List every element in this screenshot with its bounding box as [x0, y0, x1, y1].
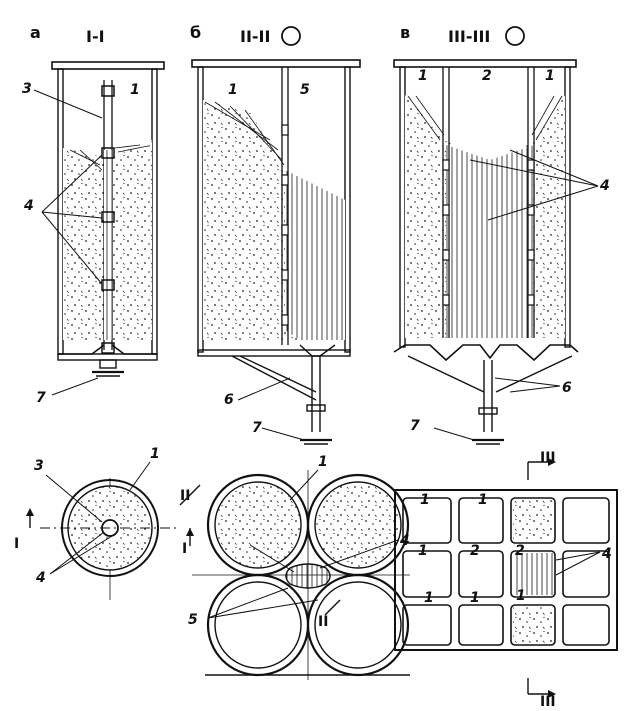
- label-3: 3: [22, 81, 32, 97]
- plan-view-v: [394, 458, 618, 698]
- label-1: 1: [228, 82, 238, 98]
- panel-a-heading: а I-I: [30, 23, 105, 46]
- section-mark-III: III: [540, 450, 556, 466]
- label-2: 2: [515, 543, 525, 559]
- panel-v-heading: в III-III: [400, 23, 525, 46]
- label-1: 1: [478, 492, 488, 508]
- label-7: 7: [410, 418, 420, 434]
- label-4: 4: [399, 533, 410, 549]
- label-5: 5: [188, 612, 198, 628]
- label-6: 6: [224, 392, 234, 408]
- plan-view-b: [179, 469, 410, 680]
- label-2: 2: [470, 543, 480, 559]
- label-1: 1: [418, 543, 428, 559]
- label-2: 2: [482, 68, 492, 84]
- label-1: 1: [545, 68, 555, 84]
- label-7: 7: [252, 420, 262, 436]
- section-mark-II: II: [180, 488, 190, 504]
- section-mark-III: III: [540, 694, 556, 710]
- panel-letter-a: а: [30, 23, 41, 42]
- plan-view-a: [26, 461, 194, 600]
- section-title-v: III-III: [448, 27, 490, 46]
- label-4: 4: [599, 178, 610, 194]
- label-1: 1: [424, 590, 434, 606]
- label-1: 1: [150, 446, 160, 462]
- label-4: 4: [23, 198, 34, 214]
- label-3: 3: [34, 458, 44, 474]
- section-circle-icon: [505, 26, 525, 46]
- label-1: 1: [516, 588, 526, 604]
- label-6: 6: [562, 380, 572, 396]
- panel-letter-b: б: [190, 23, 201, 42]
- section-title-a: I-I: [86, 27, 105, 46]
- section-mark-I: I: [14, 536, 19, 552]
- label-7: 7: [36, 390, 46, 406]
- label-4: 4: [601, 546, 612, 562]
- label-1: 1: [470, 590, 480, 606]
- section-circle-icon: [281, 26, 301, 46]
- section-title-b: II-II: [240, 27, 270, 46]
- panel-b-heading: б II-II: [190, 23, 301, 46]
- panel-letter-v: в: [400, 23, 410, 42]
- label-4: 4: [35, 570, 46, 586]
- silo-section-b: [191, 59, 361, 445]
- silo-section-v: [393, 59, 599, 445]
- silo-section-a: [33, 61, 165, 396]
- section-mark-II: II: [318, 614, 328, 630]
- label-1: 1: [130, 82, 140, 98]
- label-1: 1: [418, 68, 428, 84]
- label-5: 5: [300, 82, 310, 98]
- section-mark-I: I: [182, 541, 187, 557]
- label-1: 1: [420, 492, 430, 508]
- label-1: 1: [318, 454, 328, 470]
